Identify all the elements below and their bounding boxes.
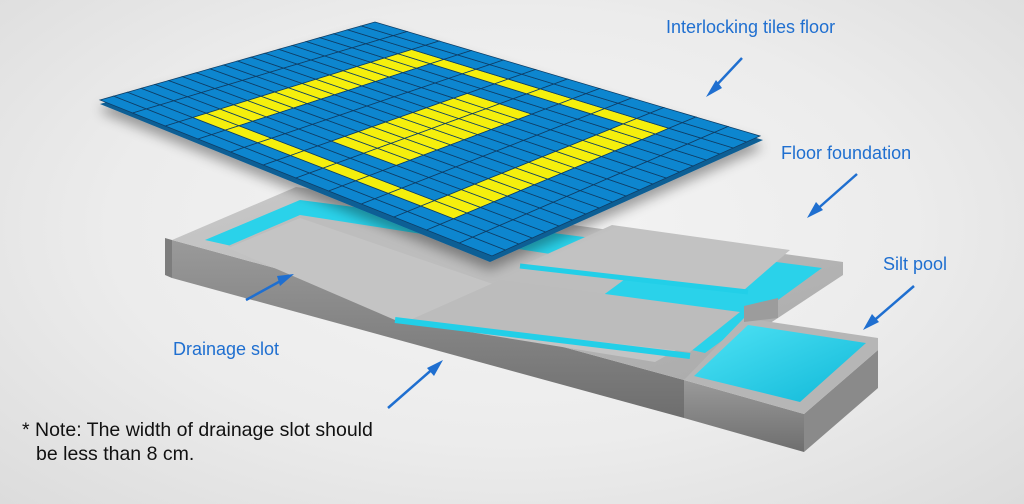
silt-pool bbox=[684, 298, 878, 452]
tiles-label: Interlocking tiles floor bbox=[666, 17, 836, 37]
drainage-slot-line bbox=[519, 263, 749, 295]
silt-pool-water bbox=[694, 325, 866, 402]
arrow-icon bbox=[863, 285, 915, 330]
tile bbox=[713, 126, 762, 143]
concrete-slab-2 bbox=[525, 225, 790, 290]
note-text: * Note: The width of drainage slot shoul… bbox=[22, 418, 373, 466]
arrows bbox=[245, 57, 915, 409]
arrow-icon bbox=[807, 173, 858, 218]
note-line-2: be less than 8 cm. bbox=[36, 443, 195, 465]
arrow-icon bbox=[245, 274, 294, 302]
foundation-label: Floor foundation bbox=[781, 143, 912, 163]
silt-pool-divider bbox=[744, 298, 778, 322]
drainage-slot-label: Drainage slot bbox=[173, 339, 280, 359]
interlocking-tiles-floor bbox=[98, 21, 763, 262]
arrow-icon bbox=[387, 360, 443, 409]
silt-pool-right-wall bbox=[804, 350, 878, 452]
silt-pool-label: Silt pool bbox=[883, 254, 948, 274]
drainage-slot-line bbox=[394, 317, 691, 359]
foundation-front-wall bbox=[172, 240, 684, 418]
foundation-left-wall bbox=[165, 238, 172, 278]
arrow-icon bbox=[706, 57, 743, 97]
note-line-1: * Note: The width of drainage slot shoul… bbox=[22, 419, 373, 441]
floor-foundation bbox=[165, 187, 843, 418]
concrete-slab-3 bbox=[410, 280, 740, 352]
silt-pool-front-wall bbox=[684, 380, 804, 452]
